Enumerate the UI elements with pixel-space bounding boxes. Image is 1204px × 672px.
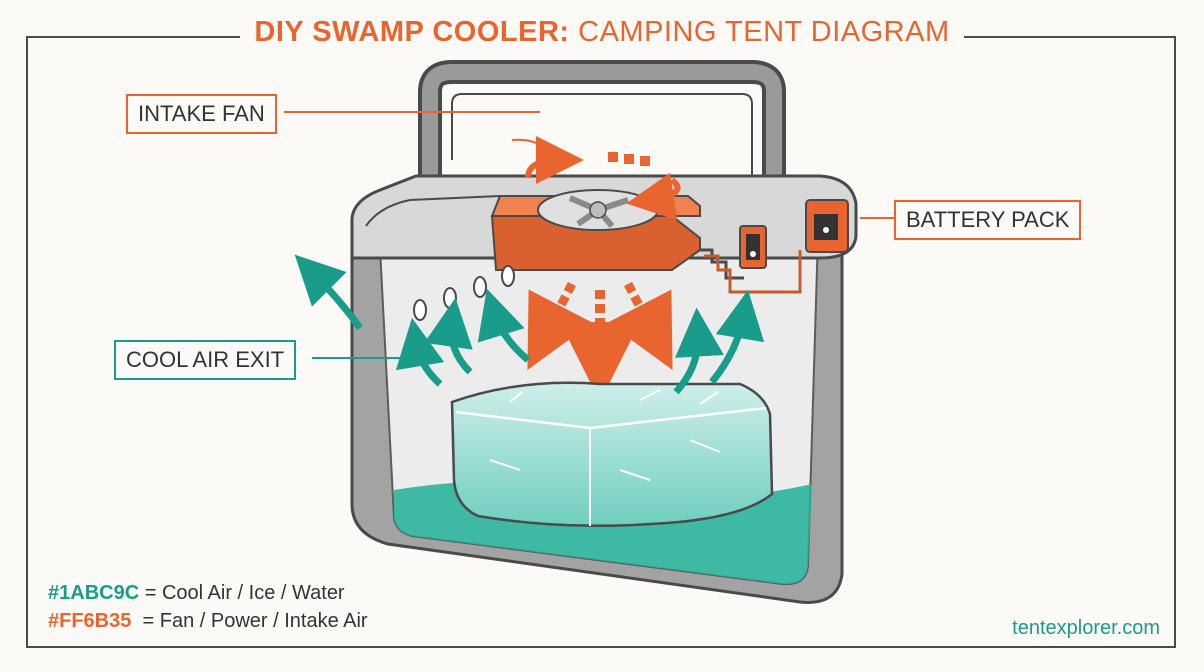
diagram-title: DIY SWAMP COOLER: CAMPING TENT DIAGRAM (0, 16, 1204, 49)
title-text: DIY SWAMP COOLER: CAMPING TENT DIAGRAM (240, 16, 964, 49)
ice-block (450, 381, 774, 528)
legend-text-fan: = Fan / Power / Intake Air (131, 610, 368, 632)
callout-intake-fan: INTAKE FAN (126, 94, 277, 134)
cooler-handle (418, 60, 786, 205)
callout-cool-air-exit: COOL AIR EXIT (114, 340, 297, 380)
legend-row-cool: #1ABC9C = Cool Air / Ice / Water (48, 582, 345, 605)
legend-code-fan: #FF6B35 (48, 610, 132, 632)
legend-code-cool: #1ABC9C (48, 582, 140, 604)
power-switch (739, 225, 767, 269)
intake-fan-icon (490, 189, 701, 271)
fan-downflow-arrows (527, 281, 673, 402)
callout-battery-pack: BATTERY PACK (894, 200, 1082, 240)
battery-wire (704, 250, 802, 294)
title-rest: CAMPING TENT DIAGRAM (578, 16, 950, 48)
battery-pack-icon (805, 199, 849, 253)
title-bold: DIY SWAMP COOLER: (254, 16, 570, 48)
legend-text-cool: = Cool Air / Ice / Water (139, 582, 345, 604)
footer-site-url: tentexplorer.com (1012, 617, 1160, 639)
cool-air-arrows (294, 254, 765, 395)
intake-air-arrows (511, 136, 681, 221)
legend-row-fan: #FF6B35 = Fan / Power / Intake Air (48, 610, 368, 633)
